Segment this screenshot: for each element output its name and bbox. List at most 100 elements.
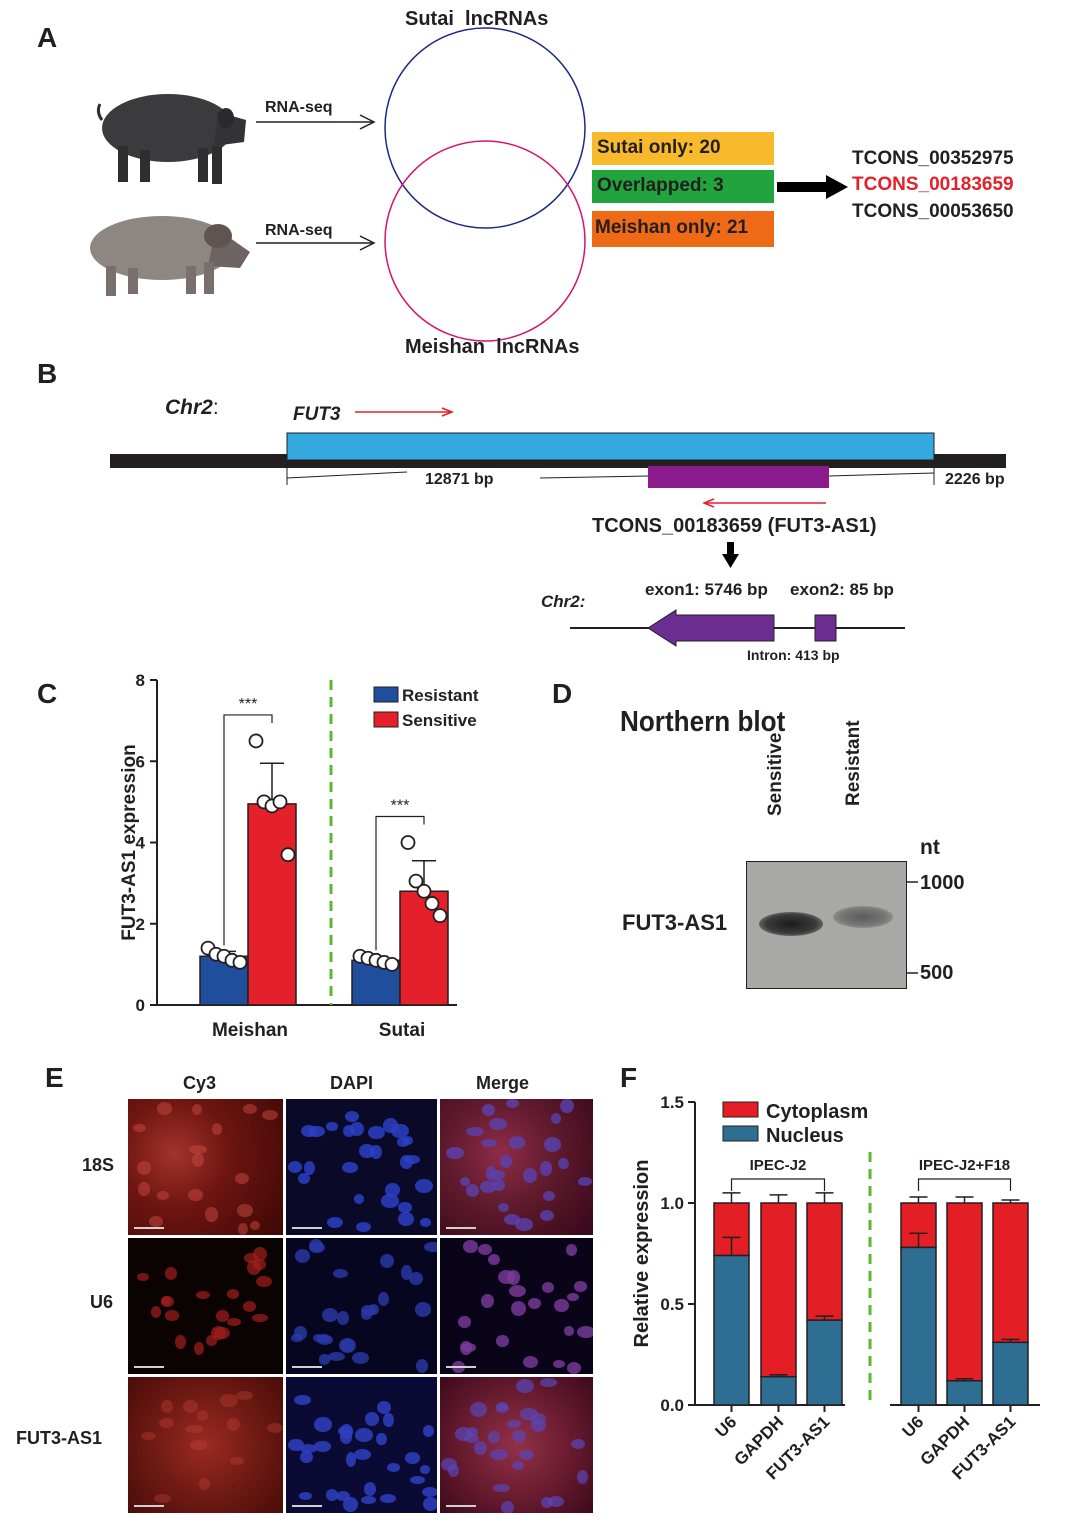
- cell-nucleus: [256, 1276, 273, 1288]
- cell-nucleus: [294, 1248, 311, 1264]
- cell-nucleus: [381, 1194, 400, 1208]
- cell-nucleus: [446, 1146, 464, 1160]
- cell-nucleus: [363, 1482, 377, 1496]
- cell-nucleus: [512, 1430, 526, 1443]
- group-label: IPEC-J2: [750, 1157, 807, 1174]
- cell-nucleus: [188, 1188, 203, 1201]
- cell-nucleus: [380, 1253, 395, 1268]
- cell-nucleus: [397, 1202, 413, 1213]
- chr2-sub-label: Chr2:: [541, 592, 586, 611]
- bar: [247, 803, 297, 1006]
- cell-nucleus: [220, 1393, 238, 1408]
- cell-nucleus: [314, 1417, 332, 1432]
- cell-nucleus: [206, 1335, 217, 1346]
- scale-bar: [446, 1505, 476, 1507]
- fut3-gene-block: [286, 432, 935, 461]
- cell-nucleus: [243, 1104, 257, 1115]
- cell-nucleus: [557, 1157, 569, 1170]
- exon2-label: exon2: 85 bp: [790, 580, 894, 599]
- cell-nucleus: [235, 1390, 254, 1400]
- overlap-arrow: [777, 175, 848, 199]
- fut3-label: FUT3: [293, 404, 341, 425]
- venn-top-label: Sutai lncRNAs: [405, 8, 549, 30]
- cell-nucleus: [491, 1178, 505, 1192]
- down-arrow: [722, 542, 739, 568]
- y-axis-label: FUT3-AS1 expression: [119, 744, 140, 940]
- cell-nucleus: [137, 1272, 150, 1281]
- cell-nucleus: [530, 1413, 546, 1425]
- significance-label: ***: [239, 696, 258, 713]
- black-pig-illustration: [96, 94, 246, 184]
- cell-nucleus: [522, 1356, 539, 1369]
- cell-nucleus: [487, 1431, 500, 1444]
- cell-nucleus: [520, 1407, 539, 1421]
- cell-nucleus: [237, 1222, 249, 1235]
- blot-size-ticks: [906, 881, 918, 974]
- cell-nucleus: [506, 1099, 519, 1109]
- cell-nucleus: [397, 1211, 414, 1226]
- cell-nucleus: [132, 1123, 146, 1132]
- cell-nucleus: [325, 1489, 339, 1502]
- panel-label-c: C: [37, 678, 58, 709]
- cell-nucleus: [490, 1169, 505, 1180]
- cell-nucleus: [355, 1428, 374, 1442]
- cell-nucleus: [461, 1342, 476, 1353]
- cell-nucleus: [164, 1310, 180, 1321]
- cell-nucleus: [345, 1111, 360, 1123]
- cell-nucleus: [360, 1495, 376, 1505]
- cell-nucleus: [214, 1326, 230, 1340]
- cell-nucleus: [227, 1418, 241, 1432]
- cell-nucleus: [193, 1341, 204, 1356]
- band-label-fut3-as1: FUT3-AS1: [622, 910, 728, 935]
- cell-nucleus: [377, 1291, 389, 1306]
- cell-nucleus: [420, 1218, 431, 1227]
- size-marker-1000: 1000: [920, 872, 965, 894]
- cell-nucleus: [136, 1161, 152, 1176]
- cell-nucleus: [414, 1302, 431, 1317]
- data-point: [416, 883, 432, 899]
- panel-a-graphics: [90, 27, 848, 342]
- exon1-arrow: [647, 609, 775, 647]
- column-label-dapi: DAPI: [330, 1073, 374, 1093]
- column-label-cy3: Cy3: [183, 1073, 217, 1093]
- bar-cytoplasm: [760, 1202, 797, 1378]
- exon2-block: [814, 614, 837, 642]
- legend-swatch: [722, 1125, 759, 1142]
- cell-nucleus: [192, 1103, 203, 1115]
- nt-unit-label: nt: [920, 836, 940, 859]
- cell-nucleus: [195, 1290, 211, 1299]
- cell-nucleus: [515, 1218, 533, 1231]
- cell-nucleus: [539, 1210, 555, 1222]
- chr2-label: Chr2:: [165, 396, 219, 420]
- micrograph-fut3as1-cy3: [128, 1377, 283, 1513]
- cell-nucleus: [383, 1413, 395, 1427]
- x-category-label: Sutai: [379, 1020, 425, 1041]
- cell-nucleus: [552, 1360, 565, 1369]
- cell-nucleus: [313, 1440, 331, 1453]
- data-point: [432, 908, 448, 924]
- x-category-label: Meishan: [212, 1020, 288, 1041]
- cell-nucleus: [448, 1463, 460, 1478]
- cell-nucleus: [252, 1313, 269, 1322]
- cell-nucleus: [249, 1220, 261, 1230]
- cell-nucleus: [519, 1449, 534, 1460]
- cell-nucleus: [365, 1411, 379, 1427]
- rnaseq-arrow-top: [256, 114, 376, 130]
- cell-nucleus: [400, 1155, 413, 1170]
- cell-nucleus: [288, 1438, 304, 1452]
- cell-nucleus: [288, 1160, 303, 1173]
- data-point: [400, 835, 416, 850]
- cell-nucleus: [336, 1490, 351, 1501]
- scale-bar: [446, 1366, 476, 1368]
- cell-nucleus: [397, 1137, 409, 1147]
- size-marker-500: 500: [920, 962, 954, 984]
- y-tick-label: 1.5: [660, 1093, 684, 1112]
- right-bp-label: 2226 bp: [945, 471, 1005, 488]
- cell-nucleus: [196, 1410, 208, 1422]
- cell-nucleus: [405, 1452, 421, 1464]
- cell-nucleus: [322, 1308, 338, 1323]
- scale-bar: [292, 1505, 322, 1507]
- cell-nucleus: [211, 1123, 223, 1135]
- data-point: [424, 896, 440, 911]
- cell-nucleus: [560, 1099, 574, 1114]
